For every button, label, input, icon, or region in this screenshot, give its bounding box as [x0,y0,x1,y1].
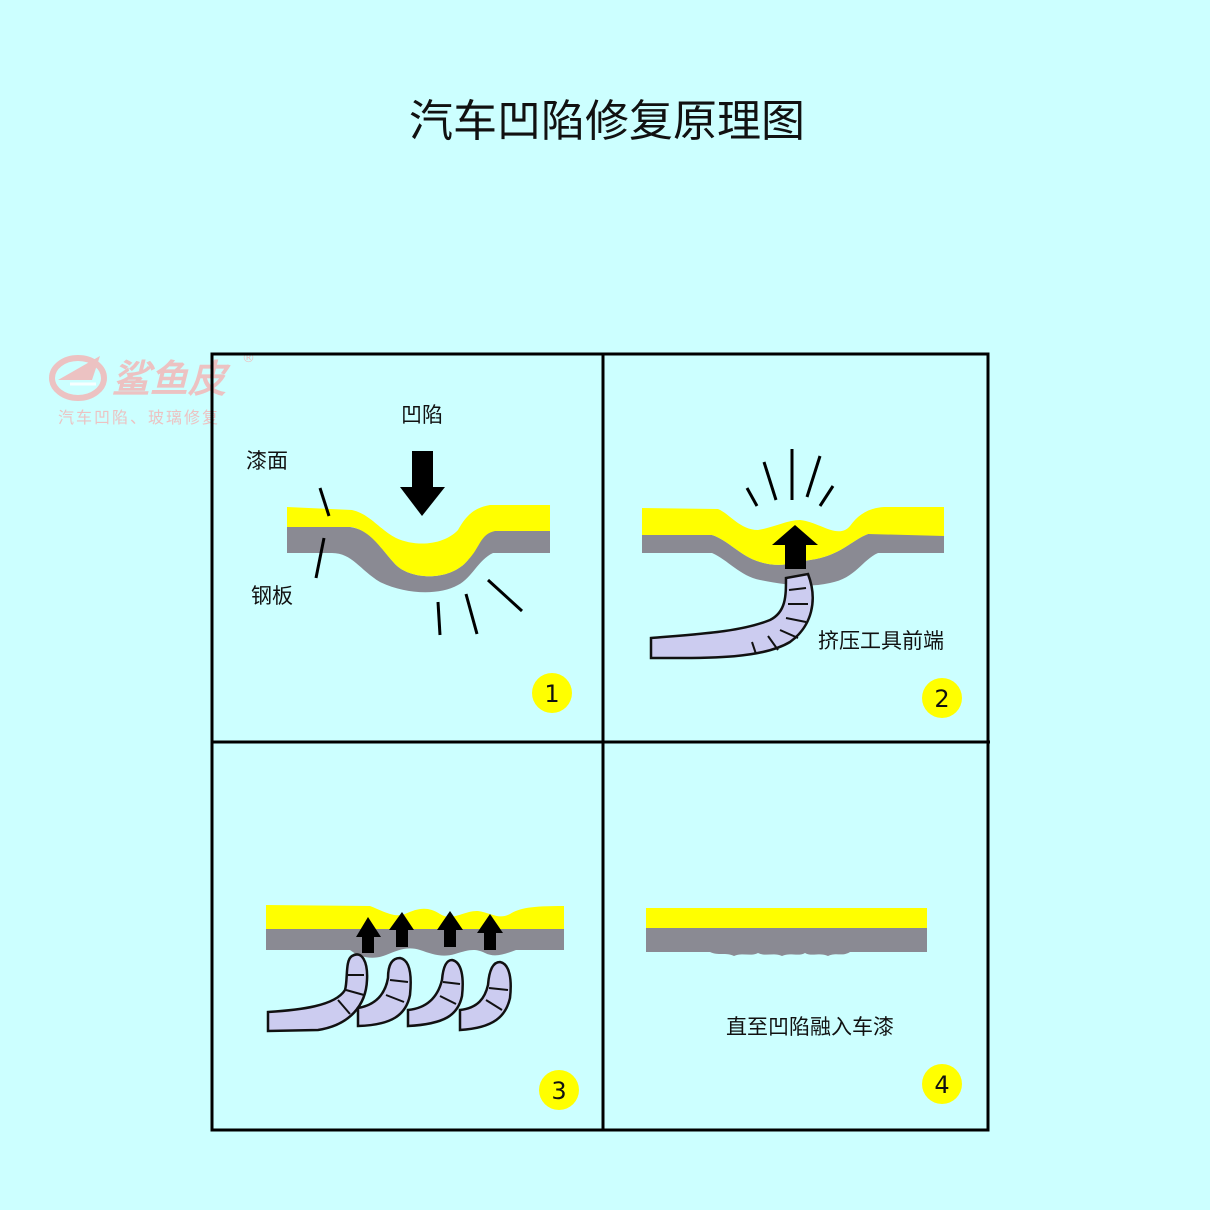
push-arrow-icon [356,917,381,953]
label-result: 直至凹陷融入车漆 [726,1015,894,1039]
push-arrow-icon [772,525,818,569]
push-arrows [356,911,503,953]
pressing-tool [458,960,512,1032]
tool-ridges [751,587,808,655]
panel-3: 3 [266,905,579,1110]
paint-layer [646,908,927,930]
tool-ridges [337,974,509,1015]
panel-1: 凹陷 漆面 钢板 1 [246,403,572,713]
pressing-tool [266,953,369,1033]
dent-arrow-icon [400,451,445,516]
pressing-tool [649,572,814,660]
steel-layer [642,534,944,586]
diagram-title: 汽车凹陷修复原理图 [409,96,805,147]
step-number-4: 4 [934,1071,949,1099]
label-paint: 漆面 [246,449,288,473]
shark-logo-icon [49,355,107,401]
steel-layer [287,526,550,593]
step-number-2: 2 [934,685,949,713]
step-badge-1 [532,673,572,713]
label-tool-tip: 挤压工具前端 [818,629,944,653]
watermark-logo: 鲨鱼皮 ® 汽车凹陷、玻璃修复 [49,351,255,427]
steel-layer [266,927,564,958]
steel-layer [646,928,927,956]
step-number-3: 3 [551,1077,566,1105]
paint-layer [287,505,550,577]
step-badge-2 [922,678,962,718]
label-dent: 凹陷 [401,403,443,427]
release-lines [745,449,835,507]
impact-lines [436,578,524,636]
leader-lines [314,487,331,579]
push-arrow-icon [437,911,463,947]
label-steel: 钢板 [251,584,293,608]
pressing-tools [266,953,512,1033]
push-arrow-icon [477,914,503,950]
paint-layer [266,905,564,929]
pressing-tool [406,958,464,1028]
panel-4: 直至凹陷融入车漆 4 [646,908,962,1104]
panel-grid [210,352,990,1132]
step-badge-4 [922,1064,962,1104]
step-badge-3 [539,1070,579,1110]
step-number-1: 1 [544,680,559,708]
push-arrow-icon [389,912,414,947]
watermark-slogan: 汽车凹陷、玻璃修复 [58,408,220,427]
pressing-tool [356,956,412,1028]
panel-2: 挤压工具前端 2 [642,449,962,718]
